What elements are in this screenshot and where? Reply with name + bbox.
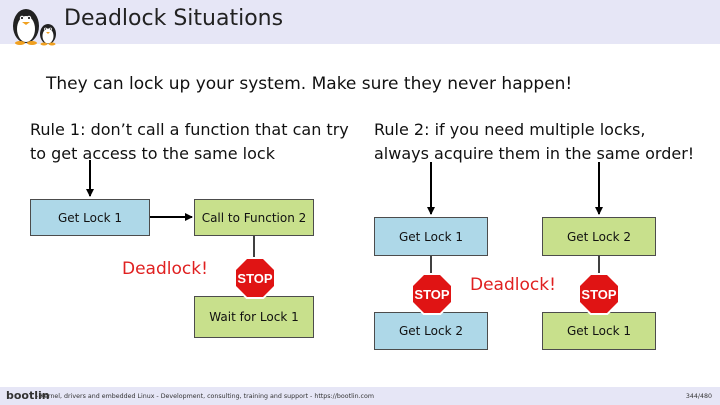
rule-2-text: Rule 2: if you need multiple locks, alwa… (374, 120, 695, 163)
footer-text: - Kernel, drivers and embedded Linux - D… (36, 393, 375, 400)
stop-sign-label: STOP (581, 287, 616, 302)
get-lock-1-box: Get Lock 1 (30, 199, 150, 236)
slide-title: Deadlock Situations (64, 6, 284, 31)
call-function-2-box: Call to Function 2 (194, 199, 314, 236)
footer-band: bootlin - Kernel, drivers and embedded L… (0, 387, 720, 405)
deadlock-label-rule-1: Deadlock! (122, 259, 208, 279)
deadlock-label-rule-2: Deadlock! (470, 275, 556, 295)
stop-sign-label: STOP (237, 271, 272, 286)
wait-for-lock-1-box: Wait for Lock 1 (194, 296, 314, 338)
stop-sign-icon: STOP (234, 257, 276, 303)
slide-subtitle: They can lock up your system. Make sure … (46, 74, 573, 94)
rule-1-text: Rule 1: don’t call a function that can t… (30, 120, 349, 163)
right-get-lock-2-box: Get Lock 2 (542, 217, 656, 256)
bootlin-logo: bootlin (6, 389, 50, 402)
stop-sign-label: STOP (414, 287, 449, 302)
header-band (0, 0, 720, 44)
right-get-lock-1-box: Get Lock 1 (542, 312, 656, 350)
stop-sign-icon: STOP (411, 273, 453, 319)
penguin-logo-icon (6, 2, 62, 46)
page-number: 344/480 (685, 393, 712, 400)
stop-sign-icon: STOP (578, 273, 620, 319)
left-get-lock-2-box: Get Lock 2 (374, 312, 488, 350)
left-get-lock-1-box: Get Lock 1 (374, 217, 488, 256)
